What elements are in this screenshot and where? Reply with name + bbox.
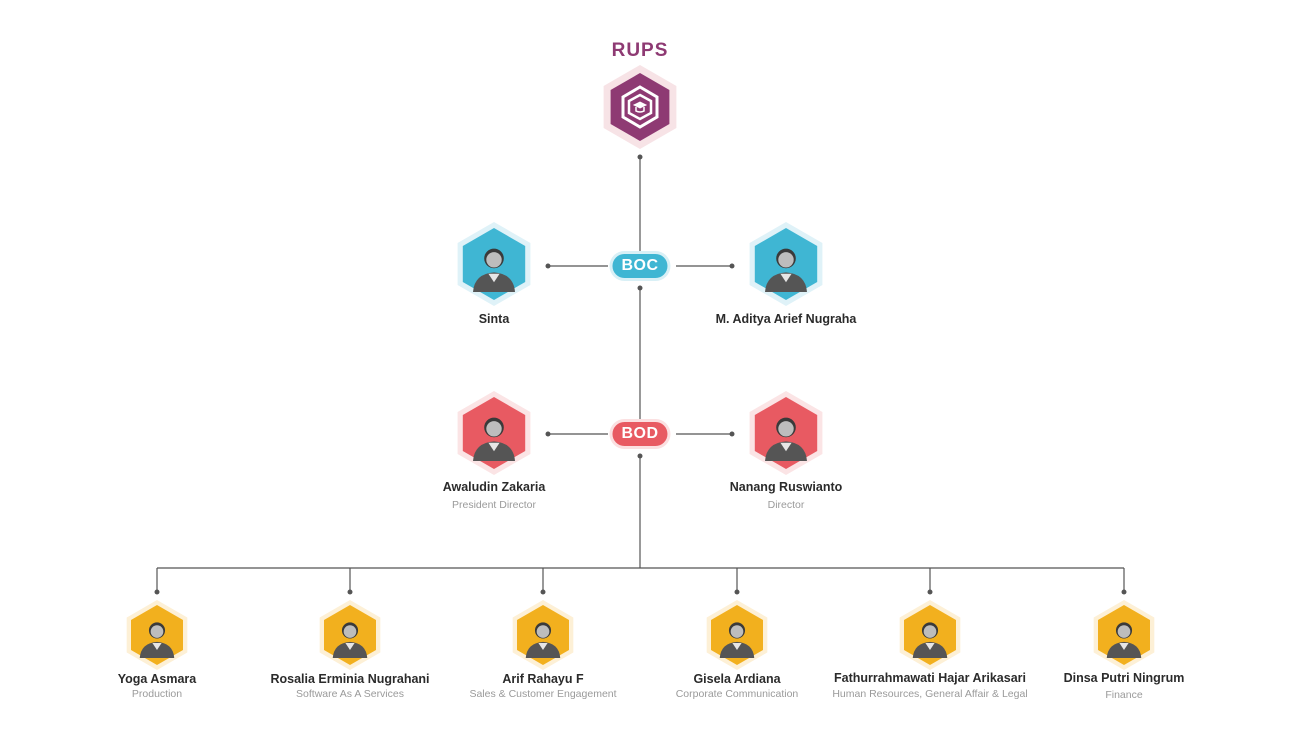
avatar-yoga[interactable] bbox=[126, 600, 188, 670]
name-gisela: Gisela Ardiana bbox=[693, 672, 781, 686]
name-yoga: Yoga Asmara bbox=[117, 672, 197, 686]
rups-node[interactable] bbox=[603, 65, 677, 149]
graduation-cap-cube-icon bbox=[621, 85, 659, 129]
avatar-fathurrahmawati[interactable] bbox=[899, 600, 961, 670]
avatar-rosalia[interactable] bbox=[319, 600, 381, 670]
name-rosalia: Rosalia Erminia Nugrahani bbox=[270, 672, 430, 686]
avatar-dinsa[interactable] bbox=[1093, 600, 1155, 670]
name-aditya: M. Aditya Arief Nugraha bbox=[715, 312, 857, 326]
rups-title: RUPS bbox=[611, 40, 669, 61]
boc-badge[interactable]: BOC bbox=[612, 254, 668, 278]
avatar-sinta[interactable] bbox=[457, 222, 531, 306]
bod-badge[interactable]: BOD bbox=[612, 422, 668, 446]
role-arif: Sales & Customer Engagement bbox=[469, 688, 617, 700]
name-awaludin: Awaludin Zakaria bbox=[442, 480, 546, 494]
name-sinta: Sinta bbox=[478, 312, 510, 326]
connector-lines bbox=[156, 157, 1125, 592]
avatar-awaludin[interactable] bbox=[457, 391, 531, 475]
role-fathurrahmawati: Human Resources, General Affair & Legal bbox=[832, 688, 1028, 700]
avatar-aditya[interactable] bbox=[749, 222, 823, 306]
role-yoga: Production bbox=[131, 688, 183, 700]
name-fathurrahmawati: Fathurrahmawati Hajar Arikasari bbox=[834, 671, 1026, 685]
name-dinsa: Dinsa Putri Ningrum bbox=[1063, 671, 1185, 685]
name-arif: Arif Rahayu F bbox=[502, 672, 584, 686]
avatar-gisela[interactable] bbox=[706, 600, 768, 670]
role-nanang: Director bbox=[767, 499, 805, 511]
name-nanang: Nanang Ruswianto bbox=[729, 480, 843, 494]
avatar-arif[interactable] bbox=[512, 600, 574, 670]
role-awaludin: President Director bbox=[451, 499, 537, 511]
avatar-nanang[interactable] bbox=[749, 391, 823, 475]
role-rosalia: Software As A Services bbox=[296, 688, 404, 700]
role-gisela: Corporate Communication bbox=[675, 688, 799, 700]
role-dinsa: Finance bbox=[1105, 689, 1143, 701]
